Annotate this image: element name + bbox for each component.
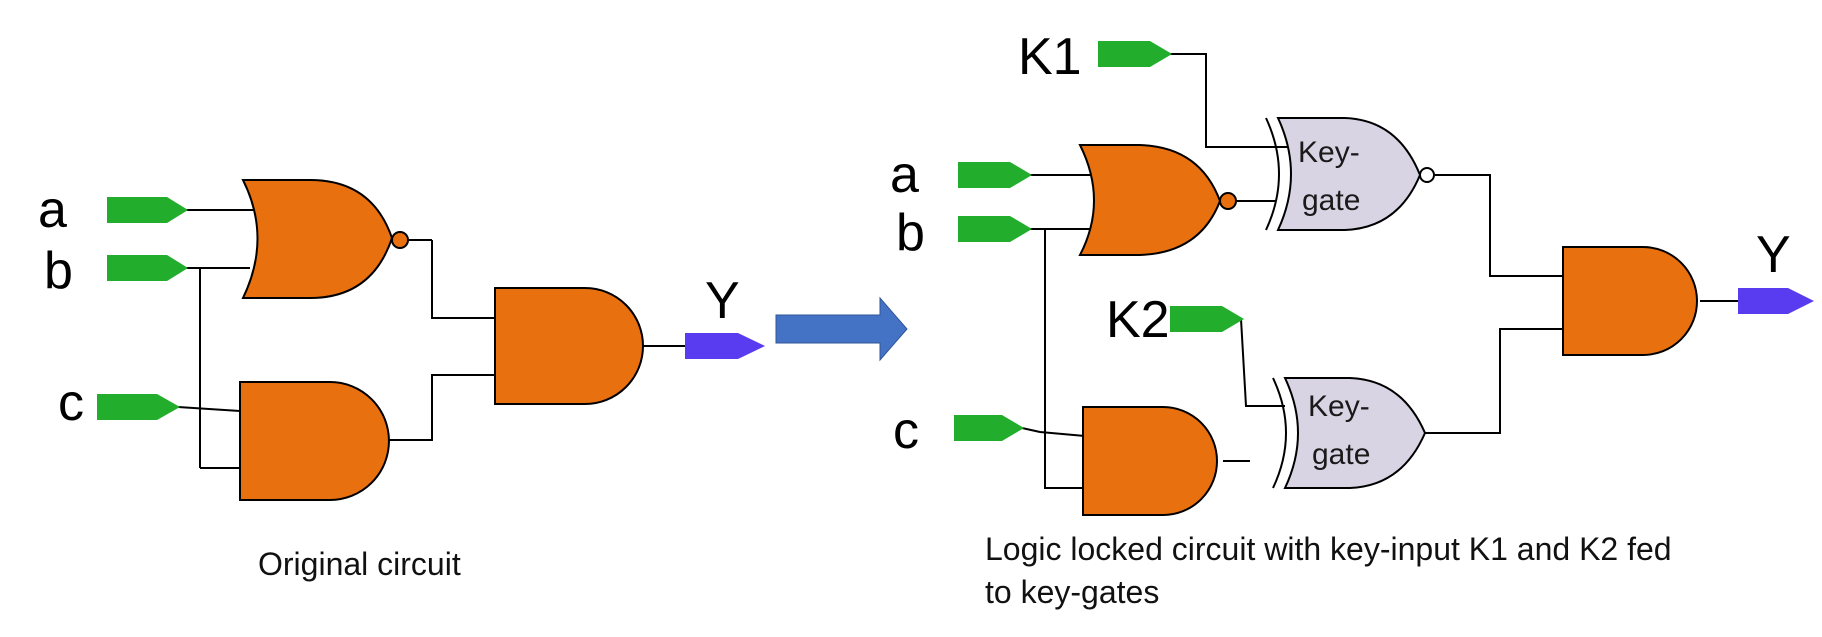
- locked-and-gate-lower: [1082, 406, 1218, 516]
- input-pin-c: [97, 394, 180, 420]
- locked-input-pin-a: [958, 162, 1032, 188]
- locked-caption-line2: to key-gates: [985, 574, 1159, 610]
- key-gate-1: [1276, 117, 1422, 231]
- key-gate-1-label-line1: Key-: [1298, 136, 1360, 169]
- input-pin-b: [107, 255, 188, 281]
- locked-circuit: K1 K2 a b c Key- gate Key- gate Y Logic …: [890, 28, 1814, 610]
- key-gate-1-xor-arc: [1265, 117, 1280, 231]
- locked-input-pin-b: [958, 216, 1032, 242]
- output-label-y: Y: [705, 272, 740, 330]
- locked-input-label-a: a: [890, 146, 919, 204]
- locked-nor-gate: [1078, 144, 1222, 256]
- nor-bubble: [391, 231, 409, 249]
- key-gate-2: [1283, 377, 1427, 489]
- key-gate-1-bubble: [1419, 167, 1435, 183]
- locked-input-pin-c: [954, 415, 1024, 441]
- input-pin-a: [107, 197, 188, 223]
- locked-output-label-y: Y: [1756, 226, 1791, 284]
- nor-gate: [241, 179, 394, 299]
- key-gate-2-label-line2: gate: [1312, 438, 1370, 471]
- output-pin-y: [685, 333, 765, 359]
- locked-and-gate-output: [1562, 246, 1698, 356]
- key-gate-1-label-line2: gate: [1302, 184, 1360, 217]
- input-label-a: a: [38, 181, 67, 239]
- locked-wires: [1021, 53, 1740, 489]
- key-label-k2: K2: [1106, 291, 1170, 349]
- and-gate-output: [494, 287, 644, 405]
- locked-input-label-b: b: [896, 204, 925, 262]
- locked-output-pin-y: [1738, 288, 1814, 314]
- key-gate-2-label-line1: Key-: [1308, 390, 1370, 423]
- transform-arrow: [775, 296, 908, 362]
- key-pin-k1: [1098, 41, 1172, 67]
- key-label-k1: K1: [1018, 28, 1082, 86]
- locked-nor-bubble: [1219, 192, 1237, 210]
- locked-input-label-c: c: [893, 402, 919, 460]
- key-pin-k2: [1170, 306, 1244, 332]
- locked-caption-line1: Logic locked circuit with key-input K1 a…: [985, 531, 1672, 567]
- input-label-c-text: c: [58, 374, 84, 432]
- key-gate-2-xor-arc: [1272, 377, 1287, 489]
- original-circuit: a b c Y Original circuit: [38, 179, 765, 582]
- and-gate-lower: [239, 381, 390, 501]
- original-wires: [177, 209, 685, 469]
- original-caption: Original circuit: [258, 546, 461, 582]
- input-label-b: b: [44, 242, 73, 300]
